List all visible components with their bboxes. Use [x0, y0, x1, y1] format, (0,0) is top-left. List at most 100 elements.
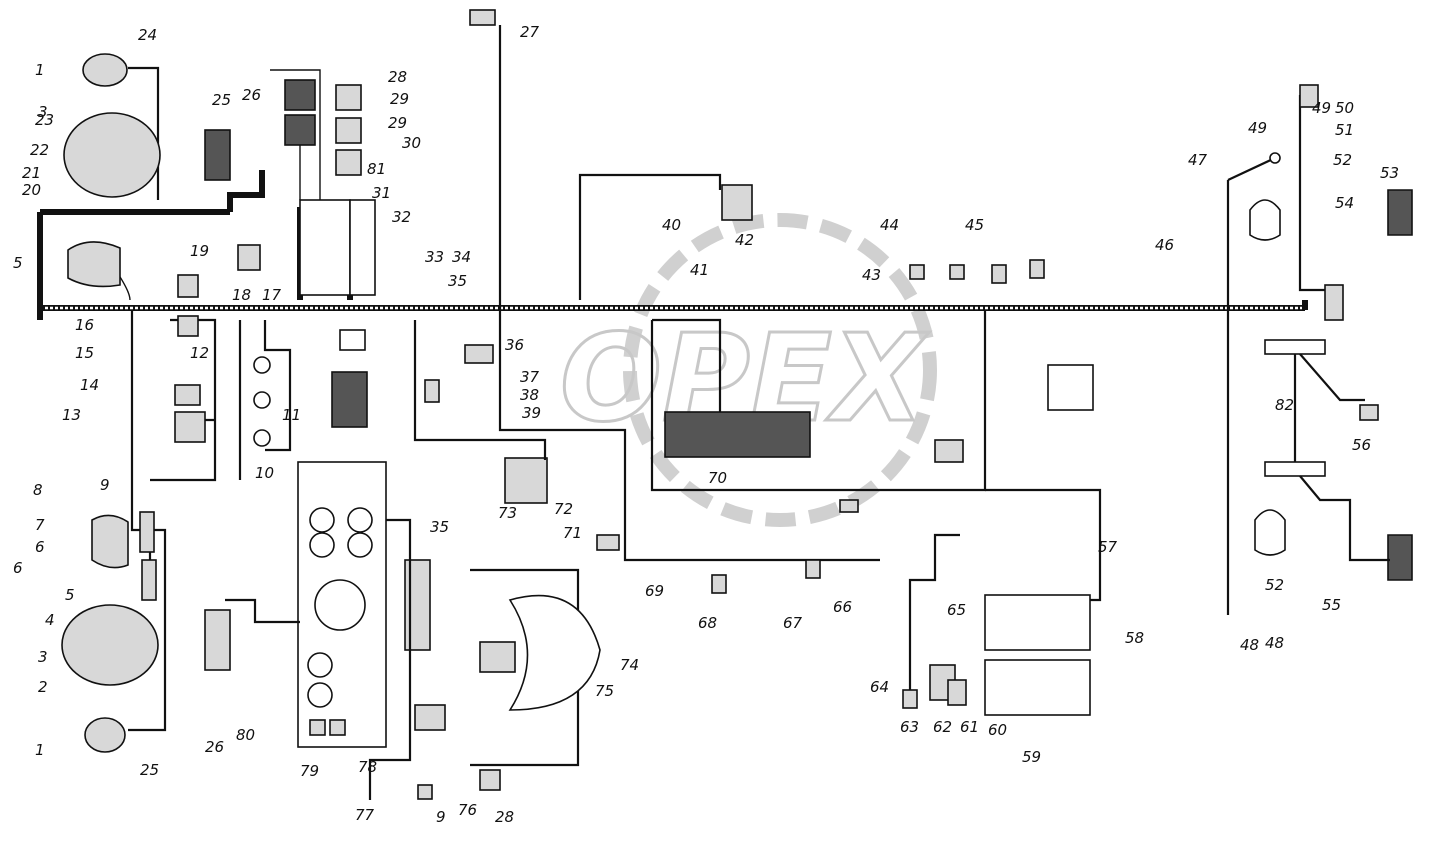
callout-25: 25	[140, 761, 159, 779]
callout-21: 21	[22, 164, 41, 182]
starter-70	[664, 411, 811, 458]
callout-7: 7	[35, 516, 45, 534]
right-components	[902, 84, 1413, 716]
switch-71	[596, 534, 620, 551]
callout-35: 35	[430, 518, 449, 536]
connector-5	[141, 559, 157, 601]
center-components	[339, 9, 987, 594]
headlamp-bottom	[61, 604, 159, 686]
callout-69: 69	[645, 582, 664, 600]
relay-31	[335, 117, 362, 144]
callout-4: 4	[45, 611, 55, 629]
speedometer	[314, 579, 366, 631]
sensor-68	[711, 574, 727, 594]
horn-14	[174, 384, 201, 406]
callout-10: 10	[255, 464, 274, 482]
steering-wheel-74	[508, 594, 601, 711]
steering	[414, 568, 601, 800]
connector-35	[404, 559, 431, 651]
relay-15	[177, 315, 199, 337]
callout-26: 26	[205, 738, 224, 756]
callout-2: 2	[38, 678, 48, 696]
callout-31: 31	[372, 184, 391, 202]
sensor-46b	[1029, 259, 1045, 279]
callout-50: 50	[1335, 99, 1354, 117]
watermark: OPEX	[559, 213, 937, 527]
callout-1: 1	[35, 61, 45, 79]
callout-59: 59	[1022, 748, 1041, 766]
tail-lamp-53	[1387, 189, 1413, 236]
callout-75: 75	[595, 682, 614, 700]
callout-48: 48	[1240, 636, 1259, 654]
connector-8	[139, 511, 155, 553]
callout-12: 12	[190, 344, 209, 362]
callout-53: 53	[1380, 164, 1399, 182]
callout-20: 20	[22, 181, 41, 199]
callout-64: 64	[870, 678, 889, 696]
callout-63: 63	[900, 718, 919, 736]
horn-10	[174, 411, 206, 443]
callout-6: 6	[35, 538, 45, 556]
callout-29: 29	[388, 114, 407, 132]
callout-45: 45	[965, 216, 984, 234]
terminal-block-top	[1264, 339, 1326, 355]
main-harness	[37, 170, 1308, 320]
callout-70: 70	[708, 469, 727, 487]
callout-30: 30	[402, 134, 421, 152]
callout-48: 48	[1265, 634, 1284, 652]
tail-lamp-55	[1387, 534, 1413, 581]
callout-18: 18	[232, 286, 251, 304]
sensor-28-bottom	[479, 769, 501, 791]
callout-24: 24	[138, 26, 157, 44]
callout-40: 40	[662, 216, 681, 234]
terminal-block-bottom	[1264, 461, 1326, 477]
sensor-28-top	[469, 9, 496, 26]
callout-49: 49	[1312, 99, 1331, 117]
callout-23: 23	[35, 111, 54, 129]
wiper-motor-26	[204, 129, 231, 181]
dashboard	[204, 371, 431, 800]
rear-lamp-52-bottom	[1254, 509, 1286, 556]
callout-54: 54	[1335, 194, 1354, 212]
lamp-12	[253, 391, 271, 409]
connector-5-rear	[1324, 284, 1344, 321]
callout-67: 67	[783, 614, 803, 632]
relay-17	[177, 274, 199, 298]
switch-78	[414, 704, 446, 731]
fuse-block-18	[299, 199, 351, 296]
callout-6: 6	[13, 559, 23, 577]
buzzer-33	[339, 329, 366, 351]
callout-46: 46	[1155, 236, 1174, 254]
callout-29: 29	[390, 90, 409, 108]
relay-27	[284, 79, 316, 111]
callout-9: 9	[100, 476, 110, 494]
callout-38: 38	[520, 386, 539, 404]
lamp-47	[1047, 364, 1094, 411]
callout-27: 27	[520, 23, 540, 41]
relay-36	[464, 344, 494, 364]
callout-55: 55	[1322, 596, 1341, 614]
callout-17: 17	[262, 286, 282, 304]
callout-37: 37	[520, 368, 540, 386]
callout-74: 74	[620, 656, 639, 674]
callout-72: 72	[554, 500, 573, 518]
callout-61: 61	[960, 718, 979, 736]
callout-52: 52	[1265, 576, 1284, 594]
callout-82: 82	[1275, 396, 1294, 414]
callout-65: 65	[947, 601, 966, 619]
callout-labels: 1123345566789910111213141516171819202122…	[13, 23, 1399, 826]
sensor-50	[1299, 84, 1319, 108]
callout-13: 13	[62, 406, 81, 424]
callout-58: 58	[1125, 629, 1144, 647]
callout-73: 73	[498, 504, 517, 522]
sensor-46a	[991, 264, 1007, 284]
callout-71: 71	[563, 524, 582, 542]
left-lamps	[61, 53, 271, 753]
callout-26: 26	[242, 86, 261, 104]
callout-47: 47	[1188, 151, 1208, 169]
callout-39: 39	[522, 404, 541, 422]
headlamp-top	[63, 112, 161, 198]
callout-33: 33	[425, 248, 444, 266]
callout-62: 62	[933, 718, 952, 736]
